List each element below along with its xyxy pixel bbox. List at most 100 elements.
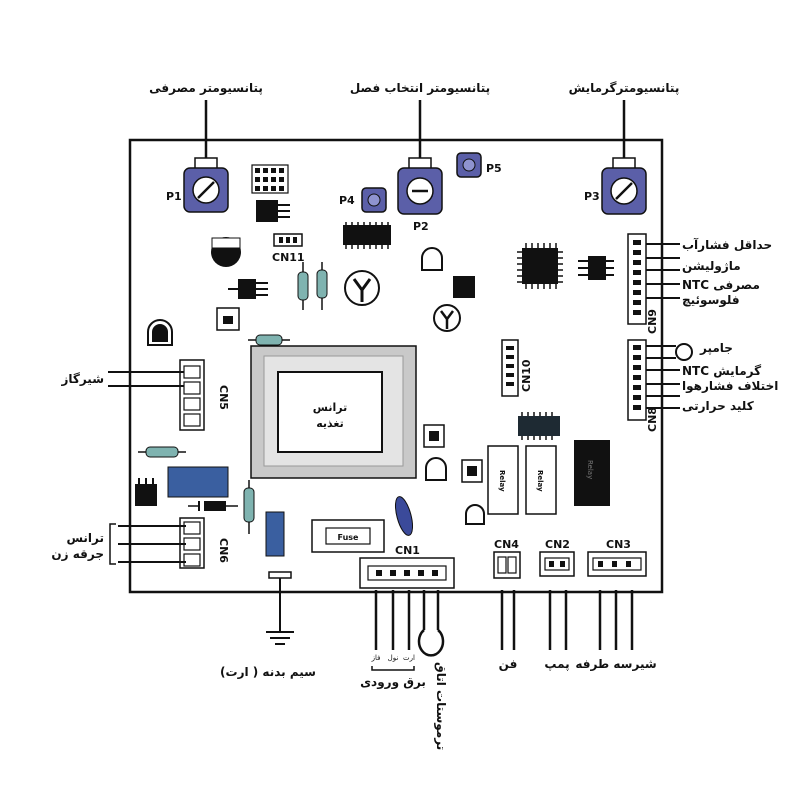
resistor-2 <box>316 262 328 310</box>
resistor-1 <box>297 262 309 310</box>
cn8-label-jumper: جامپر <box>699 341 733 355</box>
diode-1 <box>188 501 238 511</box>
capacitor-black <box>211 237 241 267</box>
p3-ref: P3 <box>584 190 600 203</box>
connector-cn10 <box>501 339 519 397</box>
p2-callout-label: پتانسیومتر انتخاب فصل <box>350 81 490 96</box>
transistor-3 <box>135 478 157 506</box>
relay-1 <box>487 445 519 515</box>
potentiometer-p2 <box>397 157 443 215</box>
connector-cn8 <box>627 339 647 421</box>
potentiometer-p4 <box>361 187 387 213</box>
p5-ref: P5 <box>486 162 502 175</box>
cn8-wires <box>646 345 680 409</box>
potentiometer-p5 <box>456 152 482 178</box>
blue-component <box>167 466 229 498</box>
cn10-ref: CN10 <box>520 359 533 392</box>
fan-label: فن <box>499 657 518 671</box>
pump-wires <box>548 590 568 650</box>
p4-ref: P4 <box>339 194 355 207</box>
small-component-2 <box>423 424 445 448</box>
relay-2 <box>525 445 557 515</box>
cn9-ref: CN9 <box>646 309 659 334</box>
regulator-1 <box>578 256 614 280</box>
transistor-to92-2 <box>147 319 173 346</box>
pin-header-top <box>251 164 289 194</box>
connector-cn9 <box>627 233 647 325</box>
dark-blue-capacitor <box>394 496 414 536</box>
cn8-label-air-pressure: اختلاف فشارهوا <box>682 379 778 394</box>
jumper-loop <box>675 343 693 361</box>
cn1-wires <box>374 590 440 650</box>
ic-chip-2 <box>453 276 475 298</box>
thermostat-loop <box>417 629 445 657</box>
three-way-valve-label: شیرسه طرفه <box>575 657 656 671</box>
transformer-label-1: ترانس <box>313 401 347 414</box>
ignition-bracket <box>109 523 116 565</box>
transistor-to92-1 <box>421 247 443 271</box>
power-bracket <box>371 666 415 671</box>
small-component-1 <box>216 307 240 331</box>
cn5-ref: CN5 <box>217 385 230 410</box>
three-way-valve-wires <box>598 590 634 650</box>
p1-callout-label: پتانسیومتر مصرفی <box>149 81 263 96</box>
connector-cn11 <box>273 233 303 247</box>
small-component-3 <box>461 459 483 483</box>
cn8-label-ntc-heating: NTC گرمایش <box>682 364 761 378</box>
connector-cn4 <box>493 551 521 579</box>
potentiometer-p1 <box>183 157 229 213</box>
resistor-3 <box>248 334 290 346</box>
connector-cn1 <box>359 557 455 589</box>
fan-wires <box>500 590 516 650</box>
relay-black <box>574 440 610 506</box>
cn3-ref: CN3 <box>606 538 631 551</box>
gas-valve-wires <box>108 371 184 387</box>
cn8-label-thermal-switch: کلید حرارتی <box>682 399 754 413</box>
power-transformer <box>250 345 417 479</box>
cn8-ref: CN8 <box>646 407 659 432</box>
ignition-label-2: جرقه زن <box>51 547 104 561</box>
potentiometer-p3 <box>601 157 647 215</box>
power-sub-label-1: فاز <box>371 654 381 662</box>
connector-cn3 <box>587 551 647 577</box>
ic-chip-3 <box>518 412 560 440</box>
fuse-label: Fuse <box>338 533 360 542</box>
connector-cn2 <box>539 551 575 577</box>
cn6-ref: CN6 <box>217 538 230 563</box>
cn9-wires <box>646 243 680 299</box>
transistor-to92-4 <box>465 504 485 525</box>
p3-callout-label: پتانسیومترگرمایش <box>569 81 680 96</box>
resistor-5 <box>243 480 255 534</box>
cn2-ref: CN2 <box>545 538 570 551</box>
p2-ref: P2 <box>413 220 429 233</box>
cn9-label-modulation: ماژولیشن <box>682 259 741 274</box>
power-sub-label-2: نول <box>388 654 399 662</box>
ic-chip-1 <box>343 222 391 249</box>
power-input-label: برق ورودی <box>360 675 426 690</box>
y-component-1 <box>344 270 380 306</box>
cn9-label-ntc-dhw: NTC مصرفی <box>682 278 760 292</box>
gas-valve-label: شیرگاز <box>60 372 104 386</box>
room-thermostat-label: ترموستات اتاق <box>433 662 448 750</box>
ground-connection <box>266 571 294 645</box>
cn1-ref: CN1 <box>395 544 420 557</box>
transistor-to92-3 <box>425 457 447 481</box>
cn9-label-min-water-pressure: حداقل فشارآب <box>682 237 772 252</box>
relay-1-label: Relay <box>498 470 506 492</box>
connector-cn5 <box>179 359 205 431</box>
blue-capacitor <box>265 511 285 557</box>
fuse-holder <box>311 519 385 553</box>
y-component-2 <box>433 304 461 332</box>
ignition-wires <box>118 525 186 563</box>
relay-black-label: Relay <box>586 460 594 479</box>
ignition-label-1: ترانس <box>66 531 104 545</box>
transistor-2 <box>228 279 268 299</box>
cn9-label-flow-switch: فلوسوئیچ <box>682 293 740 308</box>
cn4-ref: CN4 <box>494 538 519 551</box>
relay-2-label: Relay <box>536 470 544 492</box>
pump-label: پمپ <box>544 657 569 671</box>
power-sub-label-3: ارت <box>403 654 415 662</box>
cn11-ref: CN11 <box>272 251 305 264</box>
transformer-label-2: تغذیه <box>316 417 344 430</box>
